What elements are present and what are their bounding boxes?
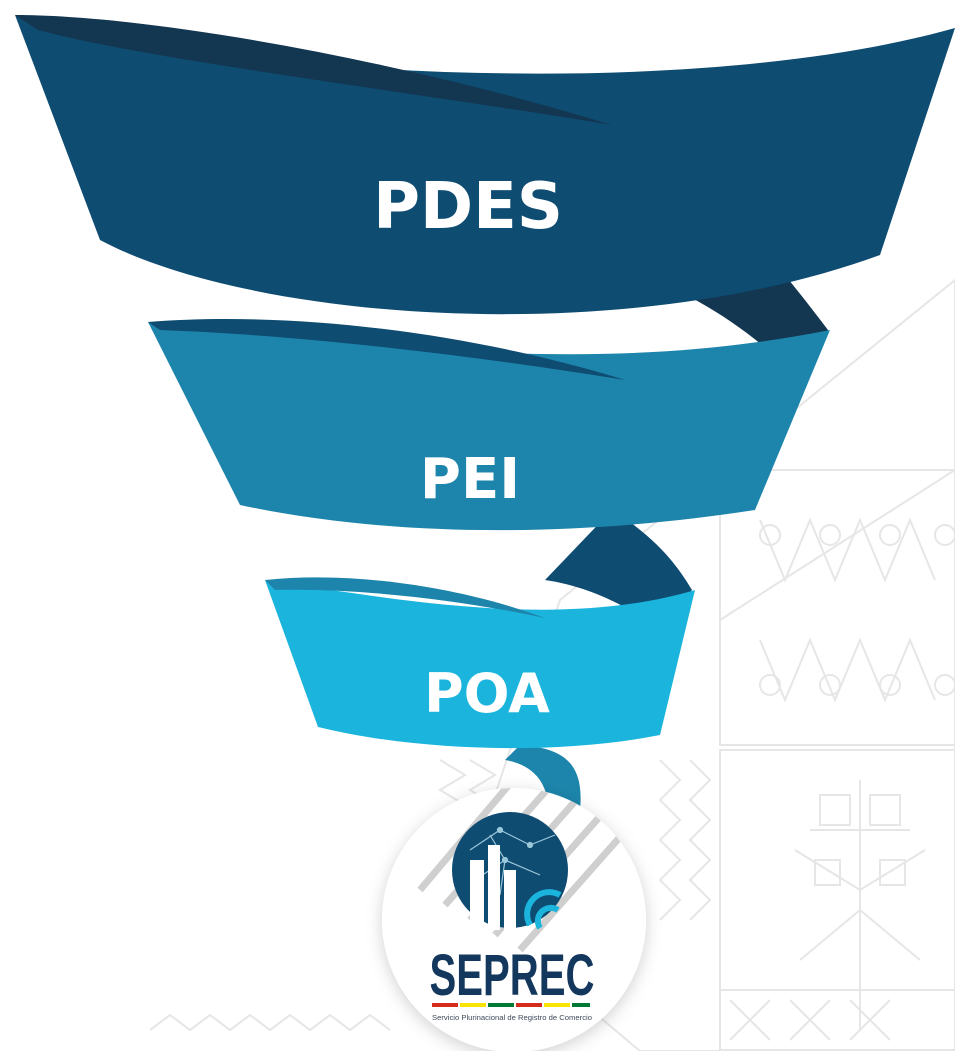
logo-wordmark: SEPREC bbox=[430, 943, 595, 1008]
flag-stripe bbox=[432, 1003, 590, 1007]
seprec-logo: SEPREC Servicio Plurinacional de Registr… bbox=[382, 788, 646, 1051]
pei-band-fold bbox=[148, 319, 625, 380]
poa-band-fold bbox=[265, 577, 545, 618]
pdes-band-fold bbox=[15, 15, 612, 125]
globe-icon bbox=[452, 812, 568, 930]
pei-band bbox=[148, 322, 830, 531]
pei-label: PEI bbox=[420, 447, 520, 512]
level-pdes: PDES bbox=[15, 15, 955, 315]
pdes-label: PDES bbox=[373, 170, 563, 244]
logo-subtitle: Servicio Plurinacional de Registro de Co… bbox=[432, 1013, 592, 1022]
level-poa: POA bbox=[265, 577, 695, 749]
poa-label: POA bbox=[424, 662, 550, 725]
pdes-band bbox=[15, 15, 955, 315]
poa-band bbox=[265, 580, 695, 749]
level-pei: PEI bbox=[148, 319, 830, 531]
